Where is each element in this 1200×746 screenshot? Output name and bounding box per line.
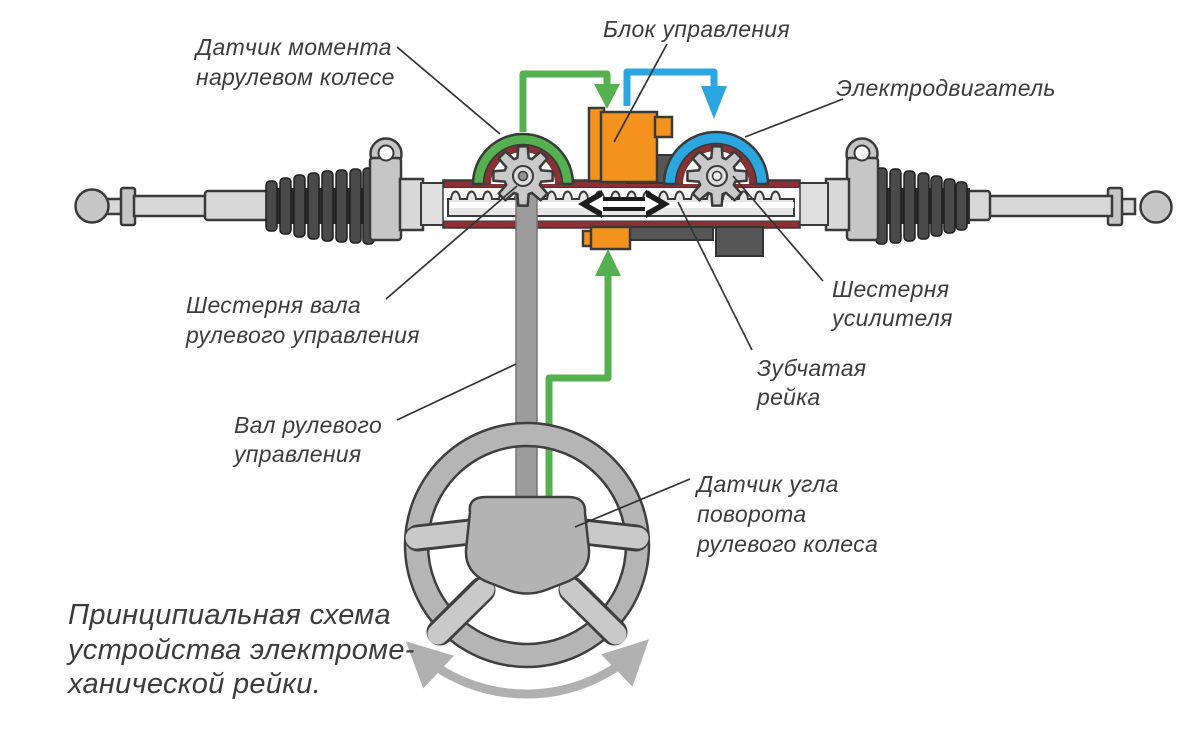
label-toothed-rack-2: рейка <box>756 384 821 410</box>
control-to-motor-path <box>623 68 727 119</box>
steering-shaft-pinion <box>492 145 554 207</box>
leader-toothed-rack <box>677 201 753 351</box>
leader-booster-gear <box>732 175 824 282</box>
right-boot <box>875 167 970 245</box>
rack-travel-arrow-inner <box>589 196 659 212</box>
label-booster-gear-1: Шестерня <box>832 276 949 302</box>
steering-shaft <box>515 171 538 531</box>
torque-sensor-signal-path <box>519 70 620 132</box>
label-torque-sensor-2: нарулевом колесе <box>196 64 395 90</box>
leader-lines <box>385 43 844 528</box>
left-mount-hole <box>377 144 395 162</box>
label-angle-sensor-3: рулевого колеса <box>696 531 878 557</box>
label-angle-sensor-2: поворота <box>697 501 806 527</box>
left-tie-rod <box>74 186 271 227</box>
leader-steering-shaft <box>396 363 517 421</box>
left-mount-bracket <box>368 137 447 242</box>
steering-wheel <box>403 421 651 669</box>
label-steering-shaft-1: Вал рулевого <box>234 412 382 438</box>
caption-line-2: устройства электроме- <box>66 634 415 666</box>
left-rod-thick <box>203 189 271 222</box>
label-torque-sensor-1: Датчик момента <box>193 34 392 60</box>
lower-block <box>715 226 764 257</box>
control-unit-lower <box>589 225 632 251</box>
right-mount-bracket <box>797 137 880 242</box>
leader-torque-sensor <box>396 46 501 135</box>
label-toothed-rack-1: Зубчатая <box>757 355 866 381</box>
right-hex <box>824 177 851 232</box>
leader-angle-sensor <box>574 478 691 528</box>
green-down-arrowhead <box>594 84 620 109</box>
left-ball-joint <box>74 188 110 224</box>
label-shaft-gear-2: рулевого управления <box>185 322 420 348</box>
control-unit-tab <box>653 115 674 139</box>
label-booster-gear-2: усилителя <box>830 305 953 331</box>
right-tube-cap <box>797 182 829 226</box>
right-ball-joint <box>1139 190 1173 224</box>
label-angle-sensor-1: Датчик угла <box>694 471 839 497</box>
control-unit <box>587 106 674 184</box>
left-mount-plate <box>368 156 403 242</box>
green-up-arrowhead <box>595 249 621 276</box>
left-rod <box>132 194 214 218</box>
wheel-rotation-arrow <box>405 639 650 699</box>
label-electric-motor: Электродвигатель <box>836 75 1056 101</box>
caption-line-3: ханической рейки. <box>66 668 321 700</box>
right-mount-hole <box>853 144 871 162</box>
caption-line-1: Принципиальная схема <box>68 599 391 631</box>
left-hex <box>398 177 425 232</box>
booster-pinion <box>686 145 748 207</box>
labels: Датчик момента нарулевом колесе Блок упр… <box>66 16 1056 700</box>
blue-down-arrowhead <box>701 86 727 119</box>
wheel-hub <box>464 495 591 595</box>
right-mount-plate <box>845 156 880 242</box>
control-unit-body <box>599 110 659 184</box>
rack-travel-arrow <box>578 190 670 218</box>
label-control-unit: Блок управления <box>603 16 790 42</box>
label-shaft-gear-1: Шестерня вала <box>186 292 361 318</box>
label-steering-shaft-2: управления <box>232 441 361 467</box>
leader-electric-motor <box>744 98 844 138</box>
left-boot <box>265 167 375 245</box>
leader-control-unit <box>613 43 668 143</box>
leader-shaft-gear <box>385 185 518 300</box>
left-tube-cap <box>420 182 447 226</box>
